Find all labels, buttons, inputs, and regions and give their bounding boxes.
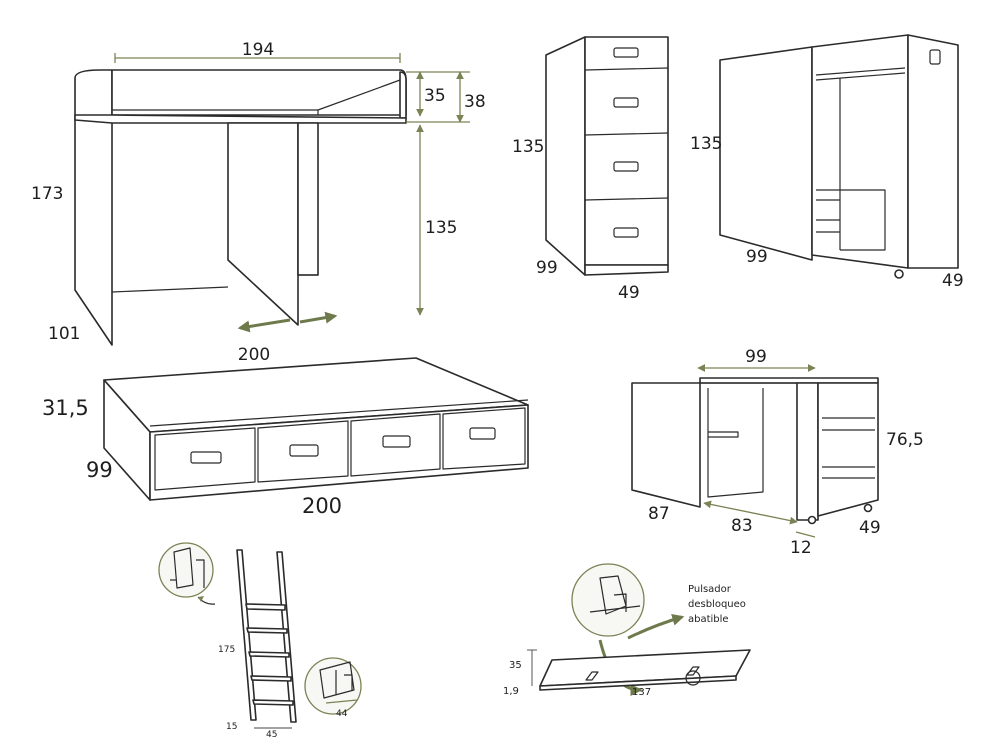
wardrobe-depth-label: 99 (746, 247, 768, 267)
wardrobe-width-label: 49 (942, 271, 964, 291)
cabinet-width-label: 49 (618, 283, 640, 303)
desk-under-height-label: 135 (425, 218, 457, 238)
bed-depth-label: 99 (86, 458, 113, 482)
bed-front-width-label: 200 (302, 494, 342, 518)
desk-depth-label: 101 (48, 324, 80, 344)
pullout-desk-drawing (631, 364, 879, 538)
panel-note-line2: desbloqueo (688, 599, 746, 610)
folding-panel-drawing (527, 563, 751, 696)
pullout-offset-label: 12 (790, 538, 812, 558)
cabinet-height-label: 135 (512, 137, 544, 157)
desk-shelf-outer-label: 38 (464, 92, 486, 112)
wardrobe-drawing (719, 34, 959, 279)
bed-base-drawing (103, 357, 529, 501)
drawer-cabinet-drawing (545, 36, 669, 276)
ladder-width-label: 45 (266, 730, 277, 740)
bed-height-label: 31,5 (42, 396, 89, 420)
pullout-side-width-label: 49 (859, 518, 881, 538)
desk-height-label: 173 (31, 184, 63, 204)
bed-top-width-label: 200 (238, 345, 270, 365)
desk-width-label: 194 (242, 40, 274, 60)
ladder-detail-width-label: 44 (336, 709, 348, 719)
ladder-drawing (158, 542, 362, 729)
panel-note-line1: Pulsador (688, 584, 732, 595)
ladder-bottom-gap-label: 15 (226, 722, 237, 732)
ladder-height-label: 175 (218, 645, 235, 655)
pullout-width-label: 99 (745, 347, 767, 367)
pullout-inner-depth-label: 83 (731, 516, 753, 536)
panel-thickness-label: 1,9 (503, 686, 519, 697)
panel-length-label: 137 (632, 687, 651, 698)
panel-height-label: 35 (509, 660, 522, 671)
pullout-depth-label: 87 (648, 504, 670, 524)
wardrobe-height-label: 135 (690, 134, 722, 154)
desk-drawing (74, 53, 470, 346)
panel-note-line3: abatible (688, 614, 729, 625)
desk-shelf-inner-label: 35 (424, 86, 446, 106)
pullout-height-label: 76,5 (886, 430, 924, 450)
cabinet-depth-label: 99 (536, 258, 558, 278)
